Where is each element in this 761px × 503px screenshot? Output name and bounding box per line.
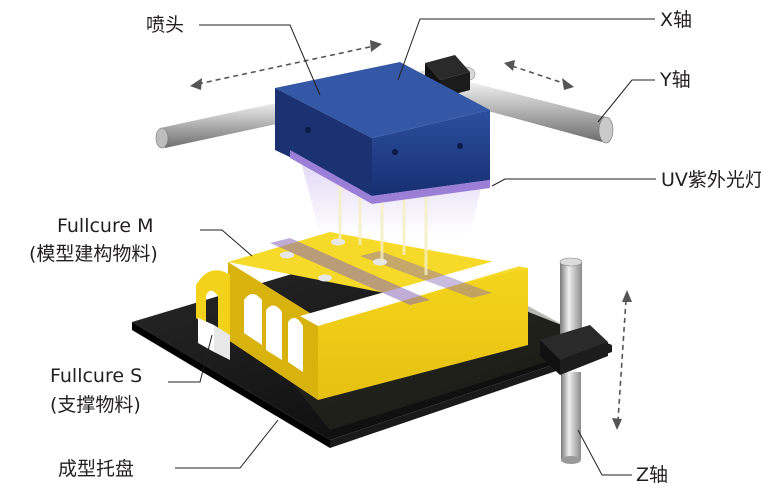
print-head [275,62,490,204]
model-block [196,232,528,400]
label-support-material-desc: (支撑物料) [50,394,141,416]
label-uv-lamp: UV紫外光灯 [661,169,761,191]
z-axis-assembly [540,257,608,464]
label-build-tray: 成型托盘 [58,458,134,480]
label-z-axis: Z轴 [636,464,668,486]
label-model-material-name: Fullcure M [57,215,154,237]
label-x-axis: X轴 [660,9,692,31]
label-y-axis: Y轴 [659,69,691,91]
motion-arrows [190,40,632,430]
label-support-material-name: Fullcure S [50,365,142,387]
label-model-material-desc: (模型建构物料) [29,243,158,265]
label-nozzle: 喷头 [146,14,184,36]
leader-lines [168,18,656,476]
